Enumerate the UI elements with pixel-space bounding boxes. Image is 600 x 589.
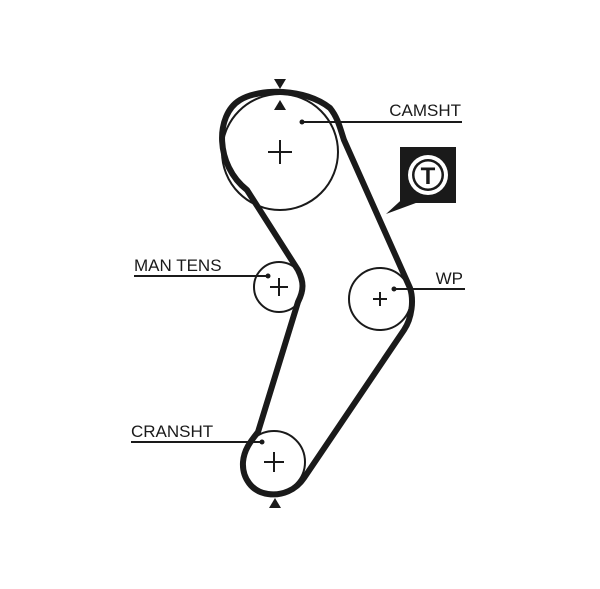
- tensioner-badge-icon: T: [386, 147, 456, 214]
- bottom-timing-mark-icon: [269, 498, 281, 508]
- camshaft-pulley-circle: [221, 93, 339, 211]
- tensioner-label: MAN TENS: [134, 256, 222, 275]
- tensioner-center-icon: [270, 278, 288, 296]
- tensioner-badge-letter: T: [421, 163, 436, 190]
- crankshaft-pulley: [242, 430, 306, 494]
- water-pump-pulley-circle: [348, 267, 412, 331]
- timing-belt: [219, 88, 415, 498]
- crankshaft-center-icon: [264, 452, 284, 472]
- camshaft-timing-mark-icon: [274, 100, 286, 110]
- crankshaft-label: CRANSHT: [131, 422, 213, 441]
- top-timing-mark-icon: [274, 79, 286, 89]
- camshaft-pulley: [221, 93, 339, 211]
- camshaft-label: CAMSHT: [389, 101, 461, 120]
- tensioner-badge-inner: [414, 161, 442, 189]
- water-pump-label: WP: [436, 269, 463, 288]
- water-pump-center-icon: [373, 292, 387, 306]
- camshaft-center-icon: [268, 140, 292, 164]
- crankshaft-pulley-circle: [242, 430, 306, 494]
- water-pump-pulley: [348, 267, 412, 331]
- tensioner-pulley-circle: [253, 261, 305, 313]
- tensioner-pulley: [253, 261, 305, 313]
